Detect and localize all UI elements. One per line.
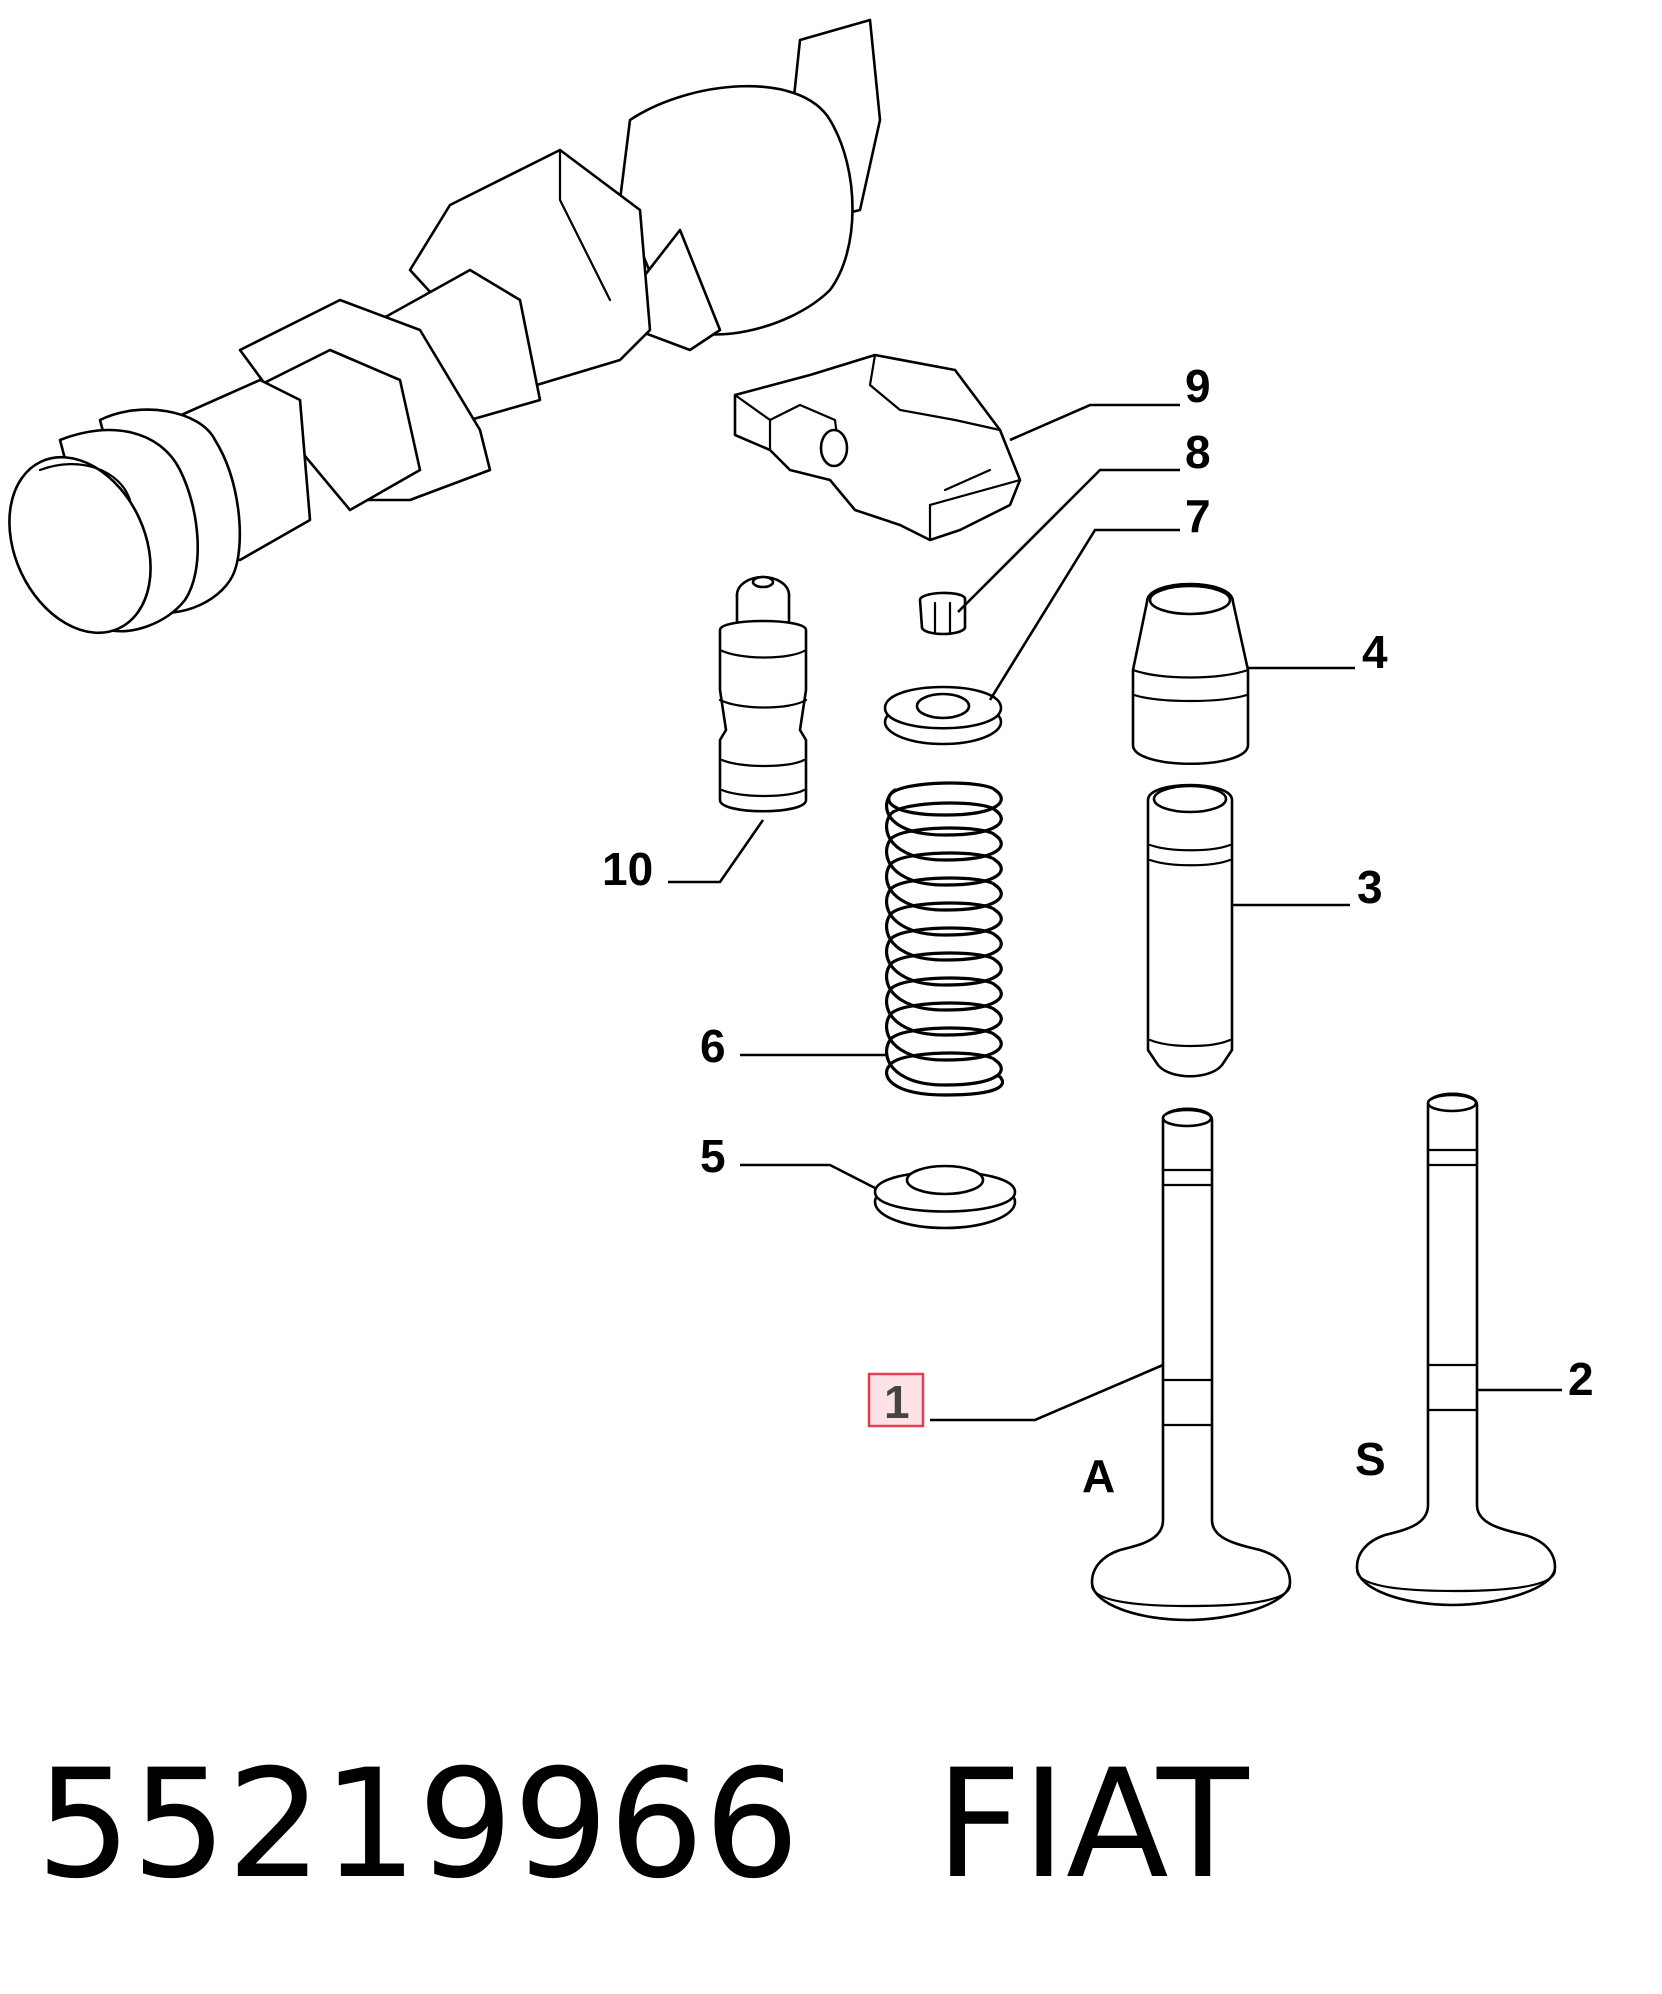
leader-9 [1009,403,1180,442]
valve-collet [918,591,967,636]
callout-6: 6 [700,1020,726,1072]
callout-3: 3 [1357,861,1383,913]
callout-2: 2 [1568,1353,1594,1405]
brand-name: FIAT [935,1738,1249,1912]
callout-8: 8 [1185,426,1211,478]
rocker-arm [733,353,1022,542]
leader-1 [930,1363,1164,1422]
lower-spring-seat [873,1164,1017,1230]
exhaust-valve [1355,1092,1557,1607]
part-number: 55219966 [36,1738,800,1912]
intake-valve [1090,1107,1292,1622]
leader-lines [668,403,1562,1422]
highlight-box [867,1372,925,1428]
leader-10 [668,819,765,884]
hydraulic-tappet [718,575,808,813]
upper-spring-retainer [883,685,1003,746]
leader-8 [957,468,1180,613]
valve-stem-seal [1131,582,1250,765]
leader-7 [988,528,1180,701]
camshaft [8,18,882,635]
callout-9: 9 [1185,360,1211,412]
callout-4: 4 [1362,626,1388,678]
callout-5: 5 [700,1130,726,1182]
valve-label-a: A [1082,1450,1115,1502]
callout-7: 7 [1185,490,1211,542]
valve-spring [885,781,1004,1097]
callout-10: 10 [602,843,653,895]
leader-5 [740,1163,876,1190]
callout-1: 1 [884,1376,910,1428]
callout-1-highlighted[interactable]: 1 [867,1372,925,1428]
valve-label-s: S [1355,1433,1386,1485]
footer: 55219966 FIAT [36,1740,1249,1910]
valve-guide [1146,783,1234,1078]
